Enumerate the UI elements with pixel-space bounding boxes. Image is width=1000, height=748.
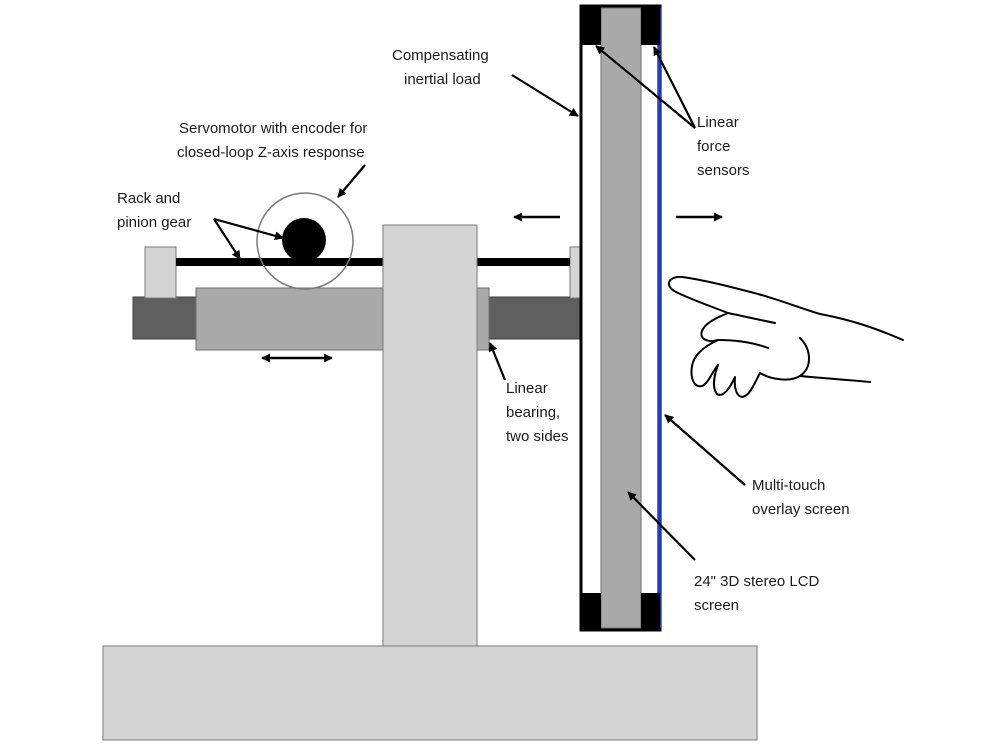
force-sensor-bottom-right — [641, 593, 660, 630]
vertical-column — [382, 224, 478, 647]
label-force-sensors: Linear force sensors — [697, 114, 750, 179]
base-plate — [102, 645, 758, 741]
leader-compensating-load — [511, 74, 579, 117]
leader-lcd — [627, 491, 696, 561]
rack-gear — [176, 258, 570, 266]
label-rack-pinion: Rack and pinion gear — [117, 190, 191, 231]
label-servomotor: Servomotor with encoder for closed-loop … — [177, 120, 372, 161]
label-lcd-screen: 24" 3D stereo LCD screen — [694, 573, 824, 614]
leader-touch-overlay — [664, 414, 746, 486]
pinion-gear — [282, 218, 326, 262]
force-sensor-top-right — [641, 6, 660, 45]
label-touch-overlay: Multi-touch overlay screen — [752, 477, 850, 518]
leader-force-sensor-a — [595, 45, 696, 129]
label-bearing: Linear bearing, two sides — [506, 380, 569, 445]
label-compensating-load: Compensating inertial load — [392, 47, 493, 88]
leader-servomotor — [337, 164, 366, 198]
servomotor-housing — [256, 192, 354, 290]
leader-bearing — [488, 342, 507, 381]
pointing-hand-illustration — [667, 275, 904, 398]
force-sensor-bottom-left — [581, 593, 601, 630]
force-sensor-top-left — [581, 6, 601, 45]
leader-force-sensor-b — [653, 46, 696, 129]
rack-support-left — [144, 246, 177, 299]
leader-rack-pinion-a — [213, 217, 284, 241]
lcd-screen — [600, 7, 642, 629]
leader-rack-pinion-b — [213, 218, 241, 260]
